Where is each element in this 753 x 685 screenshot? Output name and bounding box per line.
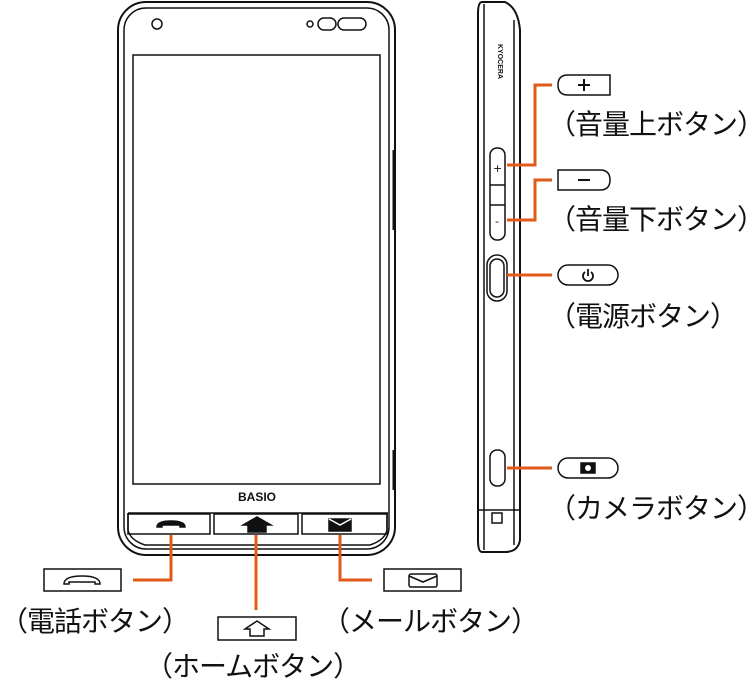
svg-text:-: - xyxy=(495,215,499,228)
front-camera-icon xyxy=(151,18,163,30)
home-label: （ホームボタン） xyxy=(145,650,361,683)
screen xyxy=(132,54,381,485)
camera-button xyxy=(489,449,506,487)
power-label: （電源ボタン） xyxy=(548,300,738,333)
power-key xyxy=(557,264,619,286)
home-icon xyxy=(240,516,274,533)
volume-rocker xyxy=(489,147,506,241)
phone-front xyxy=(117,1,396,556)
volume-up-label: （音量上ボタン） xyxy=(548,108,753,141)
volume-down-key xyxy=(557,169,611,191)
mail-icon xyxy=(408,573,438,588)
phone-icon xyxy=(63,575,101,585)
mail-button xyxy=(301,513,388,535)
mail-label: （メールボタン） xyxy=(322,605,539,638)
volume-down-label: （音量下ボタン） xyxy=(548,203,753,236)
power-icon xyxy=(582,269,594,282)
camera-label: （カメラボタン） xyxy=(548,492,753,525)
home-key xyxy=(217,616,297,641)
power-button xyxy=(486,254,508,302)
phone-side: + - xyxy=(477,1,521,553)
phone-button xyxy=(127,513,211,535)
phone-key xyxy=(43,568,122,592)
speaker xyxy=(337,17,367,31)
svg-text:+: + xyxy=(493,162,502,175)
camera-key xyxy=(557,457,619,479)
kyocera-logo: KYOCERA xyxy=(496,44,503,80)
volume-up-key xyxy=(557,74,611,96)
plus-icon xyxy=(578,79,590,91)
phone-label: （電話ボタン） xyxy=(0,605,190,638)
leader-lines xyxy=(133,83,552,610)
brand-logo: BASIO xyxy=(238,490,277,504)
callout-boxes xyxy=(43,74,619,641)
phone-icon xyxy=(156,520,186,528)
mail-key xyxy=(383,568,462,592)
home-icon xyxy=(242,620,272,637)
home-button xyxy=(213,513,299,535)
